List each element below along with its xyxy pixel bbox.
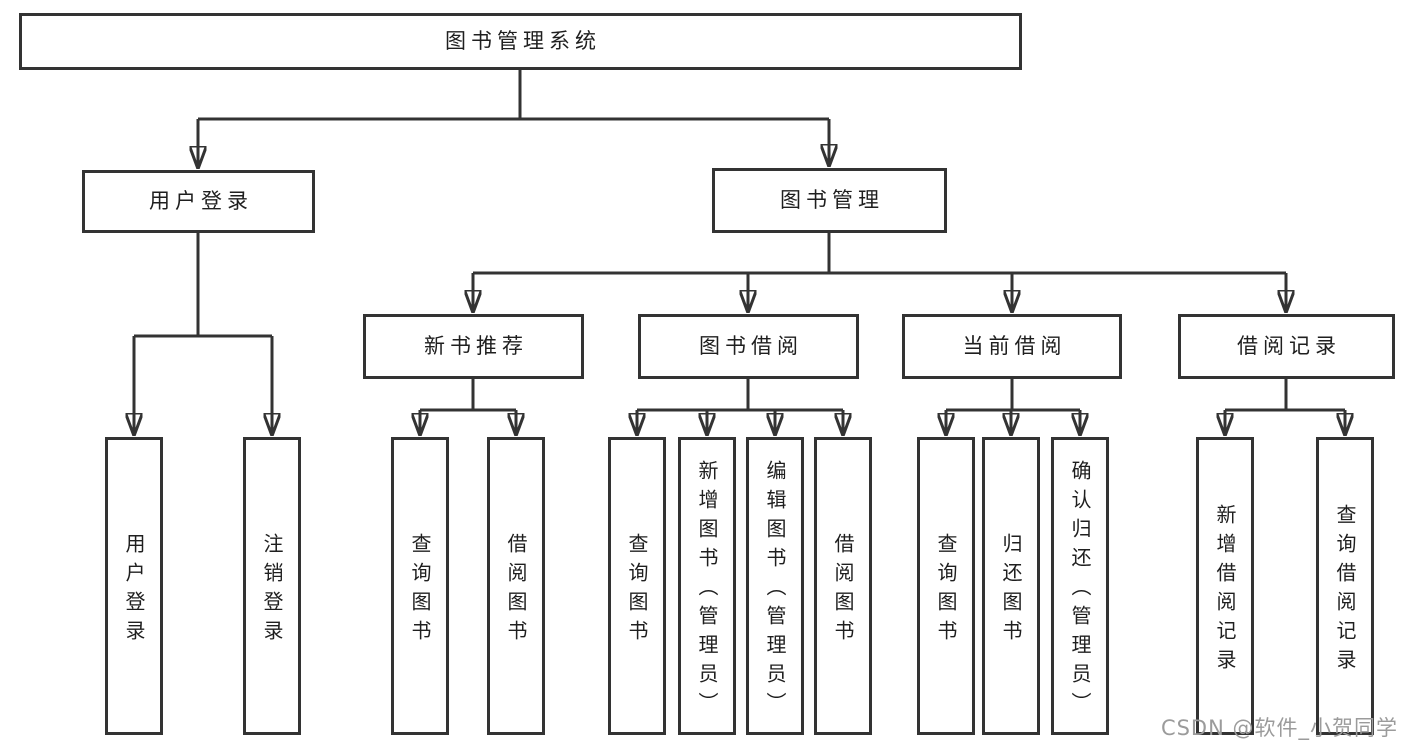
leaf-record-add-borrow-record: 新增借阅记录 bbox=[1196, 437, 1254, 735]
leaf-user-login: 用户登录 bbox=[105, 437, 163, 735]
connector-current-borrow-children bbox=[946, 379, 1080, 435]
node-user-login: 用户登录 bbox=[82, 170, 315, 233]
leaf-current-return-books: 归还图书 bbox=[982, 437, 1040, 735]
leaf-borrowing-borrow-books: 借阅图书 bbox=[814, 437, 872, 735]
connector-book-mgmt-children bbox=[473, 233, 1286, 312]
csdn-watermark: CSDN @软件_小贺同学 bbox=[1160, 716, 1398, 740]
node-new-book-recommendation: 新书推荐 bbox=[363, 314, 584, 379]
node-current-borrowing: 当前借阅 bbox=[902, 314, 1122, 379]
node-book-management: 图书管理 bbox=[712, 168, 947, 233]
node-borrowing-records: 借阅记录 bbox=[1178, 314, 1395, 379]
node-library-management-system: 图书管理系统 bbox=[19, 13, 1022, 70]
connector-borrow-record-children bbox=[1225, 379, 1345, 435]
connector-book-borrow-children bbox=[637, 379, 843, 435]
node-book-borrowing: 图书借阅 bbox=[638, 314, 859, 379]
connector-root-to-level2 bbox=[198, 70, 829, 168]
leaf-borrowing-query-books: 查询图书 bbox=[608, 437, 666, 735]
leaf-borrowing-add-books-admin: 新增图书（管理员） bbox=[678, 437, 736, 735]
connector-new-book-children bbox=[420, 379, 516, 435]
leaf-newbook-query-books: 查询图书 bbox=[391, 437, 449, 735]
leaf-current-query-books: 查询图书 bbox=[917, 437, 975, 735]
leaf-borrowing-edit-books-admin: 编辑图书（管理员） bbox=[746, 437, 804, 735]
connector-user-login-children bbox=[134, 233, 272, 435]
leaf-newbook-borrow-books: 借阅图书 bbox=[487, 437, 545, 735]
leaf-current-confirm-return-admin: 确认归还（管理员） bbox=[1051, 437, 1109, 735]
leaf-logout: 注销登录 bbox=[243, 437, 301, 735]
leaf-record-query-borrow-record: 查询借阅记录 bbox=[1316, 437, 1374, 735]
